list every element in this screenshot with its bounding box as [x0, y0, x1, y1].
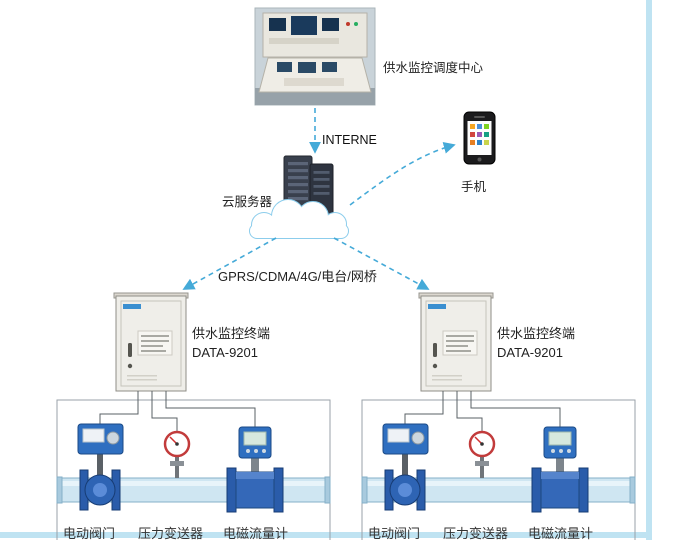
assembly-bracket	[56, 399, 331, 540]
electric-valve-icon	[382, 423, 429, 511]
flowmeter-icon	[531, 426, 589, 513]
arrow-cloud-to-phone	[349, 141, 456, 206]
flowmeter-icon	[226, 426, 284, 513]
internet-label: INTERNE	[322, 133, 377, 147]
control-room-image	[254, 7, 376, 106]
terminal-left-name: 供水监控终端	[192, 326, 271, 341]
flowmeter-label-left: 电磁流量计	[223, 526, 289, 540]
electric-valve-icon	[77, 423, 124, 511]
terminal-left-label: 供水监控终端 DATA-9201	[192, 324, 270, 362]
phone-label: 手机	[461, 180, 487, 194]
terminal-left-model: DATA-9201	[192, 345, 258, 360]
cloud-server-icon	[249, 155, 349, 239]
assembly-bracket	[361, 399, 636, 540]
network-link-label: GPRS/CDMA/4G/电台/网桥	[218, 269, 377, 284]
flowmeter-label-right: 电磁流量计	[528, 526, 594, 540]
frame-bottom-border	[0, 532, 652, 538]
signal-wires	[99, 391, 256, 431]
pressure-gauge-icon	[163, 430, 191, 478]
signal-wires	[404, 391, 561, 431]
pressure-label-left: 压力变送器	[138, 526, 204, 540]
pressure-label-right: 压力变送器	[443, 526, 509, 540]
terminal-cabinet-right	[418, 292, 494, 392]
pipeline-assembly-left	[56, 391, 331, 540]
frame-right-border	[646, 0, 652, 540]
terminal-cabinet-left	[113, 292, 189, 392]
valve-label-left: 电动阀门	[63, 526, 116, 540]
valve-label-right: 电动阀门	[368, 526, 421, 540]
terminal-right-name: 供水监控终端	[497, 326, 576, 341]
control-center-label: 供水监控调度中心	[383, 61, 484, 75]
pressure-gauge-icon	[468, 430, 496, 478]
terminal-right-model: DATA-9201	[497, 345, 563, 360]
phone-icon	[463, 111, 496, 165]
pipeline-assembly-right	[361, 391, 636, 540]
cloud-server-label: 云服务器	[222, 195, 273, 209]
terminal-right-label: 供水监控终端 DATA-9201	[497, 324, 575, 362]
